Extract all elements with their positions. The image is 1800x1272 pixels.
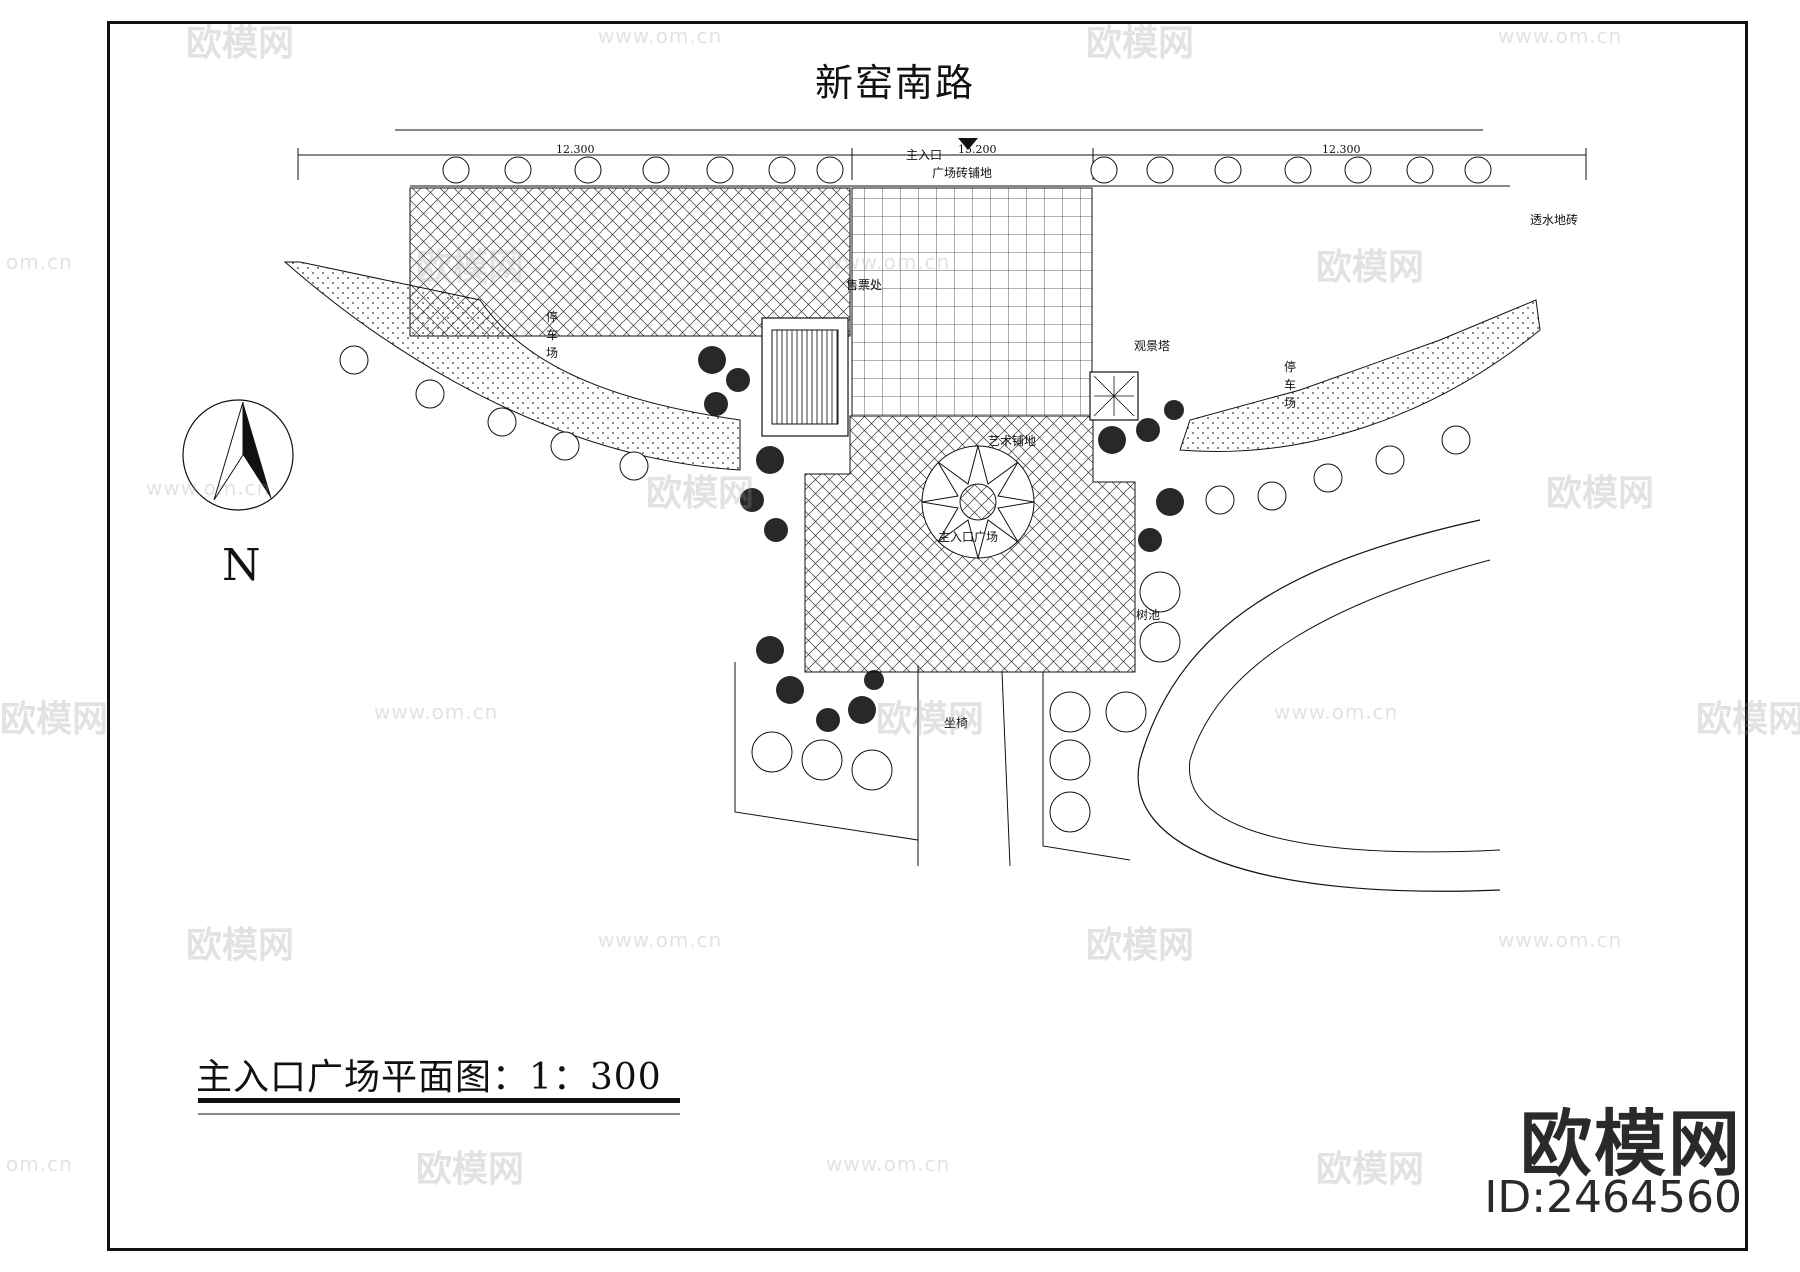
street-trees bbox=[339, 156, 1492, 515]
dim-right: 12.300 bbox=[1322, 143, 1361, 156]
shrub-clusters bbox=[698, 346, 1184, 732]
parking-right bbox=[1179, 299, 1541, 452]
label-parking-right: 停车场 bbox=[1284, 360, 1297, 410]
label-bench: 坐椅 bbox=[944, 716, 969, 730]
grid-paving bbox=[851, 187, 1093, 417]
plan-title: 主入口广场平面图：1：300 bbox=[196, 1057, 662, 1098]
label-plaza-brick: 广场砖铺地 bbox=[932, 166, 993, 180]
entrance-marker bbox=[958, 138, 978, 150]
label-permeable-brick: 透水地砖 bbox=[1530, 213, 1579, 227]
dim-center: 15.200 bbox=[958, 143, 997, 156]
brand-name: 欧模网 bbox=[1519, 1102, 1742, 1186]
north-label: N bbox=[222, 540, 261, 591]
label-art-paving: 艺术铺地 bbox=[988, 434, 1037, 448]
road-name: 新窑南路 bbox=[815, 61, 976, 105]
brand-id: ID:2464560 bbox=[1484, 1172, 1742, 1223]
art-paving-star bbox=[921, 444, 1035, 560]
label-parking-left: 停车场 bbox=[546, 310, 559, 360]
title-underline bbox=[198, 1098, 680, 1103]
label-tree-pool: 树池 bbox=[1136, 608, 1161, 622]
parking-left bbox=[283, 261, 741, 471]
pond-outline bbox=[1137, 519, 1501, 892]
label-viewing-tower: 观景塔 bbox=[1134, 339, 1171, 353]
north-arrow bbox=[182, 399, 294, 511]
label-ticket-office: 售票处 bbox=[846, 278, 883, 292]
tree-pools bbox=[751, 571, 1181, 833]
label-entrance-plaza: 主入口广场 bbox=[938, 530, 999, 544]
label-main-entrance: 主入口 bbox=[906, 148, 943, 162]
lower-path-right bbox=[1042, 672, 1131, 861]
drawing-frame bbox=[107, 21, 1748, 1251]
dim-left: 12.300 bbox=[556, 143, 595, 156]
